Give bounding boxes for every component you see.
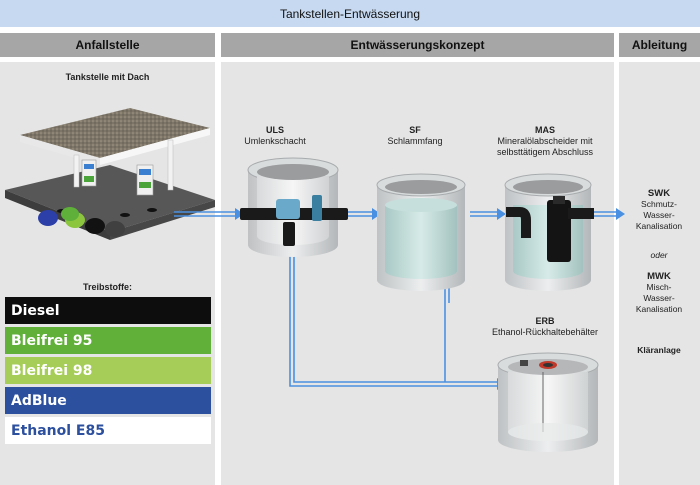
column-header-source: Anfallstelle [0,33,215,57]
sf-label: SF Schlammfang [370,125,460,147]
diagram-title: Tankstellen-Entwässerung [0,0,700,27]
fuel-adblue: AdBlue [5,387,211,414]
swk-line-1: Schmutz- [641,199,677,209]
swk-code: SWK [647,188,671,199]
plant-label: Kläranlage [637,345,681,355]
swk-line-2: Wasser- [643,210,675,220]
column-header-concept: Entwässerungskonzept [221,33,614,57]
mwk-line-2: Wasser- [643,293,675,303]
fuel-pump-1 [81,159,97,187]
mwk-line-1: Misch- [646,282,672,292]
erb-retention-tank-illustration [497,352,599,452]
mwk-line-3: Kanalisation [635,304,683,314]
column-header-discharge: Ableitung [619,33,700,57]
or-label: oder [650,250,668,260]
mas-filter-insert [547,200,571,262]
uls-name: Umlenkschacht [244,136,306,146]
station-ground [5,165,215,232]
discharge-panel [619,62,700,485]
fuel-ethanol-e85: Ethanol E85 [5,417,211,444]
mas-name-line2: selbsttätigem Abschluss [496,147,594,157]
erb-name: Ethanol-Rückhaltebehälter [491,327,599,337]
gas-station-illustration [5,108,215,240]
fuel-bleifrei-95: Bleifrei 95 [5,327,211,354]
mwk-label: MWK Misch- Wasser- Kanalisation [618,271,700,315]
swk-line-3: Kanalisation [635,221,683,231]
underground-tanks [38,207,125,237]
mas-name-line1: Mineralölabscheider mit [497,136,593,146]
fuel-bleifrei-98: Bleifrei 98 [5,357,211,384]
sf-code: SF [409,125,421,135]
uls-valve [276,199,300,219]
mas-oil-separator-illustration [504,173,594,291]
uls-label: ULS Umlenkschacht [230,125,320,147]
fuel-diesel: Diesel [5,297,211,324]
sf-name: Schlammfang [387,136,443,146]
uls-code: ULS [266,125,284,135]
uls-manhole-illustration [240,157,348,257]
swk-label: SWK Schmutz- Wasser- Kanalisation [618,188,700,232]
sf-sludge-trap-illustration [376,173,466,291]
erb-code: ERB [535,316,555,326]
mas-code: MAS [535,125,555,135]
station-label: Tankstelle mit Dach [65,72,150,82]
station-canopy-roof [20,108,210,158]
mas-label: MAS Mineralölabscheider mit selbsttätige… [480,125,610,158]
erb-label: ERB Ethanol-Rückhaltebehälter [475,316,615,338]
mwk-code: MWK [647,271,671,282]
fuels-label: Treibstoffe: [82,282,132,292]
